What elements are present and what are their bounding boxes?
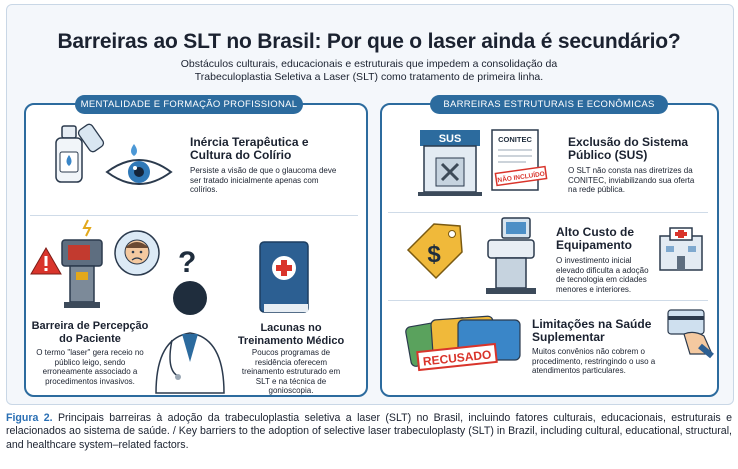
figure-caption: Figura 2. Principais barreiras à adoção … <box>6 412 732 452</box>
insurance-cards-icon: RECUSADO <box>405 315 521 372</box>
hand-card-icon <box>667 309 714 359</box>
sus-text: O SLT não consta nas diretrizes da CONIT… <box>568 166 695 194</box>
laser-machine-icon <box>61 219 103 308</box>
insurance-heading: Limitações na Saúde Suplementar <box>532 317 652 344</box>
training-text: Poucos programas de residência oferecem … <box>241 348 341 395</box>
left-column-header: MENTALIDADE E FORMAÇÃO PROFISSIONAL <box>75 95 303 114</box>
price-tag-symbol: $ <box>427 241 441 268</box>
right-column-header: BARREIRAS ESTRUTURAIS E ECONÔMICAS <box>430 95 668 114</box>
right-divider-2 <box>388 300 708 301</box>
right-divider-1 <box>388 212 708 213</box>
question-mark-icon: ? <box>178 246 196 279</box>
eye-icon <box>105 144 173 185</box>
eye-drop-bottle-icon <box>55 123 105 183</box>
svg-text:?: ? <box>178 246 196 279</box>
medical-book-icon <box>259 241 309 313</box>
worried-patient-icon <box>114 230 160 276</box>
infographic-title: Barreiras ao SLT no Brasil: Por que o la… <box>57 30 681 53</box>
inertia-heading: Inércia Terapêutica e Cultura do Colírio <box>190 135 309 162</box>
price-tag-icon: $ <box>406 223 463 280</box>
perception-text: O termo "laser" gera receio no público l… <box>36 348 144 386</box>
doctor-icon <box>155 281 225 394</box>
cost-text: O investimento inicial elevado dificulta… <box>556 256 649 294</box>
figure-label: Figura 2. <box>6 412 53 424</box>
sus-building-icon: SUS <box>418 130 482 196</box>
infographic-subtitle: Obstáculos culturais, educacionais e est… <box>180 58 558 83</box>
cost-heading: Alto Custo de Equipamento <box>556 225 634 252</box>
insurance-text: Muitos convênios não cobrem o procedimen… <box>532 347 656 375</box>
figure-caption-text: Principais barreiras à adoção da trabecu… <box>6 412 732 451</box>
sus-sign-label: SUS <box>439 133 462 145</box>
slt-laser-device-icon <box>486 217 536 294</box>
training-heading: Lacunas no Treinamento Médico <box>237 322 345 347</box>
left-divider <box>30 215 358 216</box>
inertia-text: Persiste a visão de que o glaucoma deve … <box>190 166 337 194</box>
hospital-icon <box>659 227 703 271</box>
sus-heading: Exclusão do Sistema Público (SUS) <box>568 135 689 162</box>
perception-heading: Barreira de Percepção do Paciente <box>31 320 149 345</box>
warning-icon <box>30 246 62 275</box>
conitec-label: CONITEC <box>498 135 532 144</box>
conitec-document-icon: CONITEC NÃO INCLUÍDO <box>491 129 548 191</box>
